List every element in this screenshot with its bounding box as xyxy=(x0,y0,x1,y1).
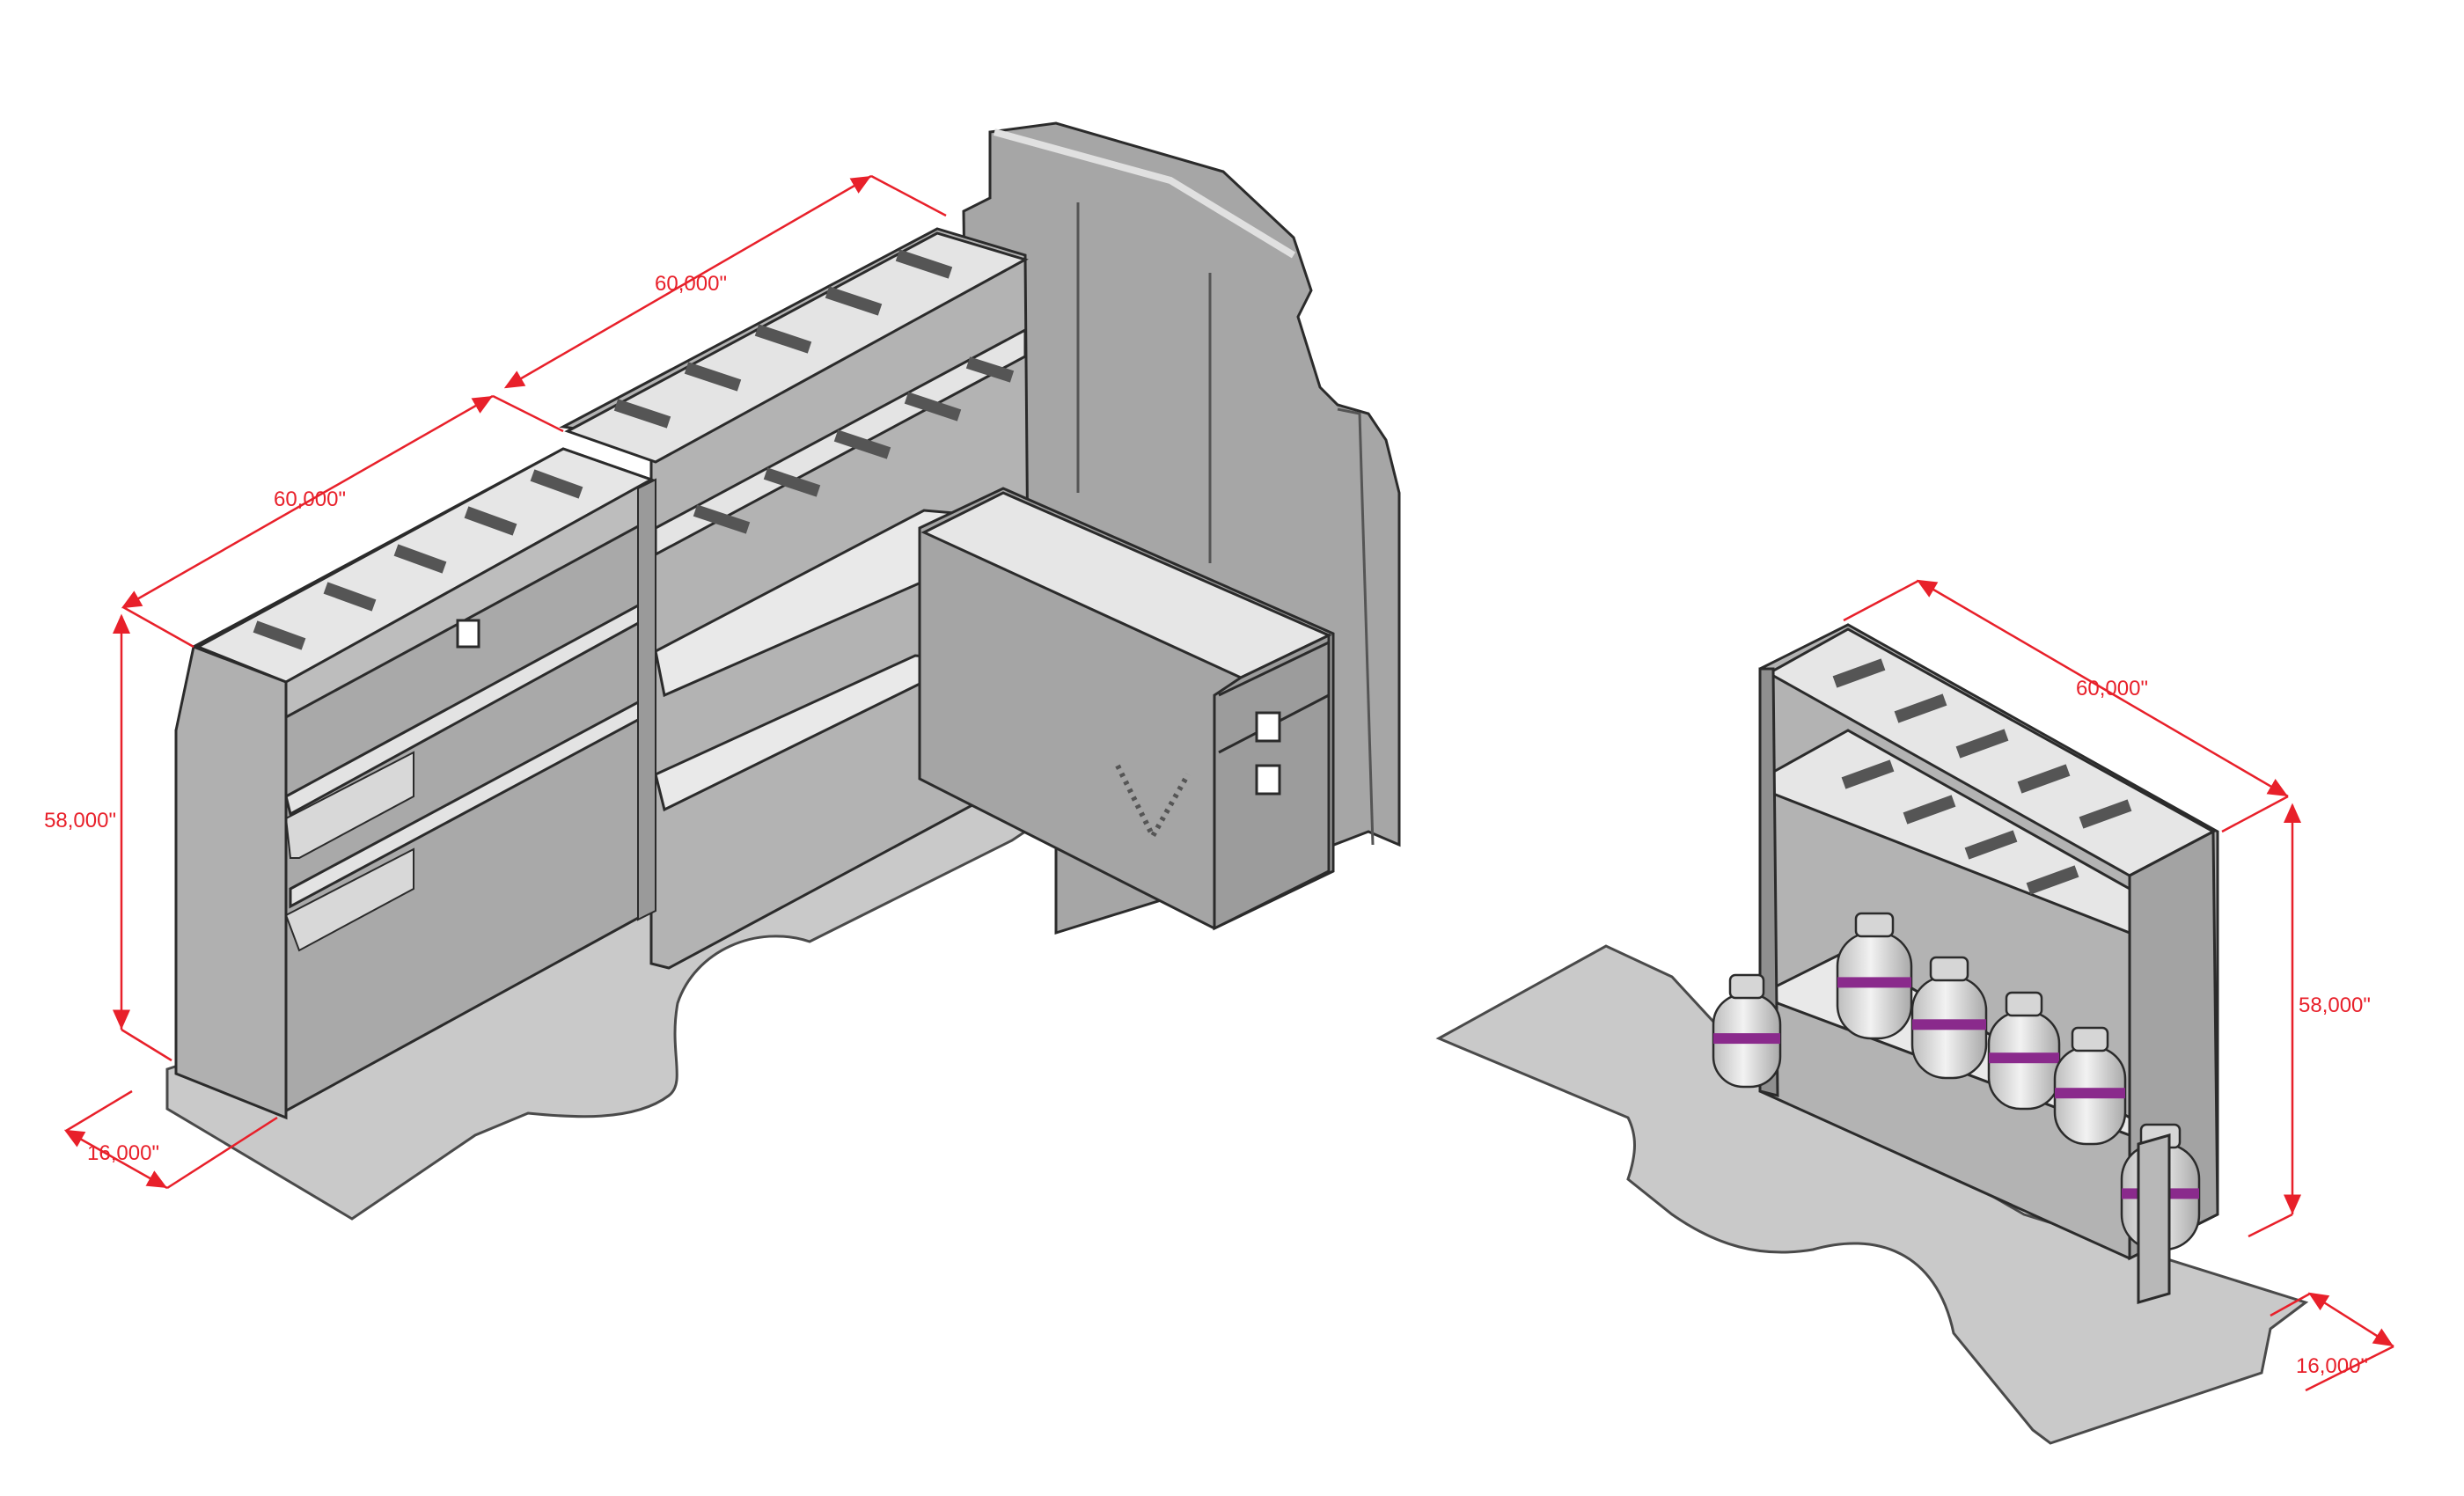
dimension-labels: 60,000" 60,000" 58,000" 16,000" 60,000" … xyxy=(44,272,2371,1378)
dim-right-width: 60,000" xyxy=(2076,677,2148,700)
dim-left-depth: 16,000" xyxy=(87,1141,159,1165)
right-assembly xyxy=(1435,623,2309,1445)
dim-right-height: 58,000" xyxy=(2299,994,2371,1017)
dim-right-depth: 16,000" xyxy=(2296,1354,2368,1378)
dim-left-lower-width: 60,000" xyxy=(274,488,346,511)
dim-left-height: 58,000" xyxy=(44,809,116,832)
left-end-panel xyxy=(174,644,288,1120)
propane-tanks xyxy=(1712,912,2201,1251)
dim-left-upper-width: 60,000" xyxy=(655,272,727,296)
propane-tank xyxy=(1987,991,2061,1111)
left-floor-plate xyxy=(165,790,1069,1221)
propane-tank xyxy=(1836,912,1913,1040)
left-assembly xyxy=(165,121,1401,1221)
propane-tank xyxy=(1910,956,1988,1080)
right-floor-plate xyxy=(1435,944,2309,1445)
propane-tank xyxy=(2053,1026,2127,1146)
propane-tank xyxy=(1712,973,1782,1089)
dimension-lines xyxy=(63,174,2394,1392)
